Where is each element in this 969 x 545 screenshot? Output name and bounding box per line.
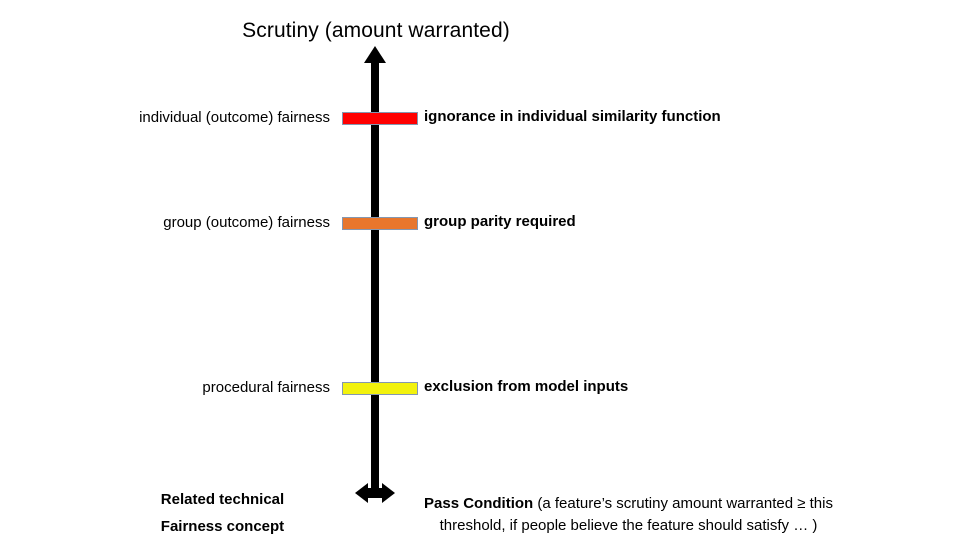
tick-bar-individual-outcome-fairness: [342, 112, 418, 125]
level-label-individual-outcome-fairness: individual (outcome) fairness: [139, 109, 330, 126]
pass-condition-caption: Pass Condition (a feature’s scrutiny amo…: [396, 493, 861, 537]
axis-arrow-icon: [355, 46, 395, 503]
level-label-group-outcome-fairness: group (outcome) fairness: [163, 214, 330, 231]
condition-label-procedural-fairness: exclusion from model inputs: [424, 378, 629, 395]
condition-label-individual-outcome-fairness: ignorance in individual similarity funct…: [424, 108, 721, 125]
page-title: Scrutiny (amount warranted): [242, 19, 510, 42]
axis-left-caption-line1: Related technical: [160, 491, 285, 508]
pass-condition-description: (a feature’s scrutiny amount warranted ≥…: [439, 495, 833, 534]
axis-left-caption-line2: Fairness concept: [160, 518, 285, 535]
tick-bar-group-outcome-fairness: [342, 217, 418, 230]
scrutiny-axis: [338, 46, 412, 506]
condition-label-group-outcome-fairness: group parity required: [424, 213, 576, 230]
level-label-procedural-fairness: procedural fairness: [202, 379, 330, 396]
axis-left-caption: Related technical Fairness concept: [120, 486, 325, 540]
pass-condition-title: Pass Condition: [424, 495, 534, 512]
tick-bar-procedural-fairness: [342, 382, 418, 395]
